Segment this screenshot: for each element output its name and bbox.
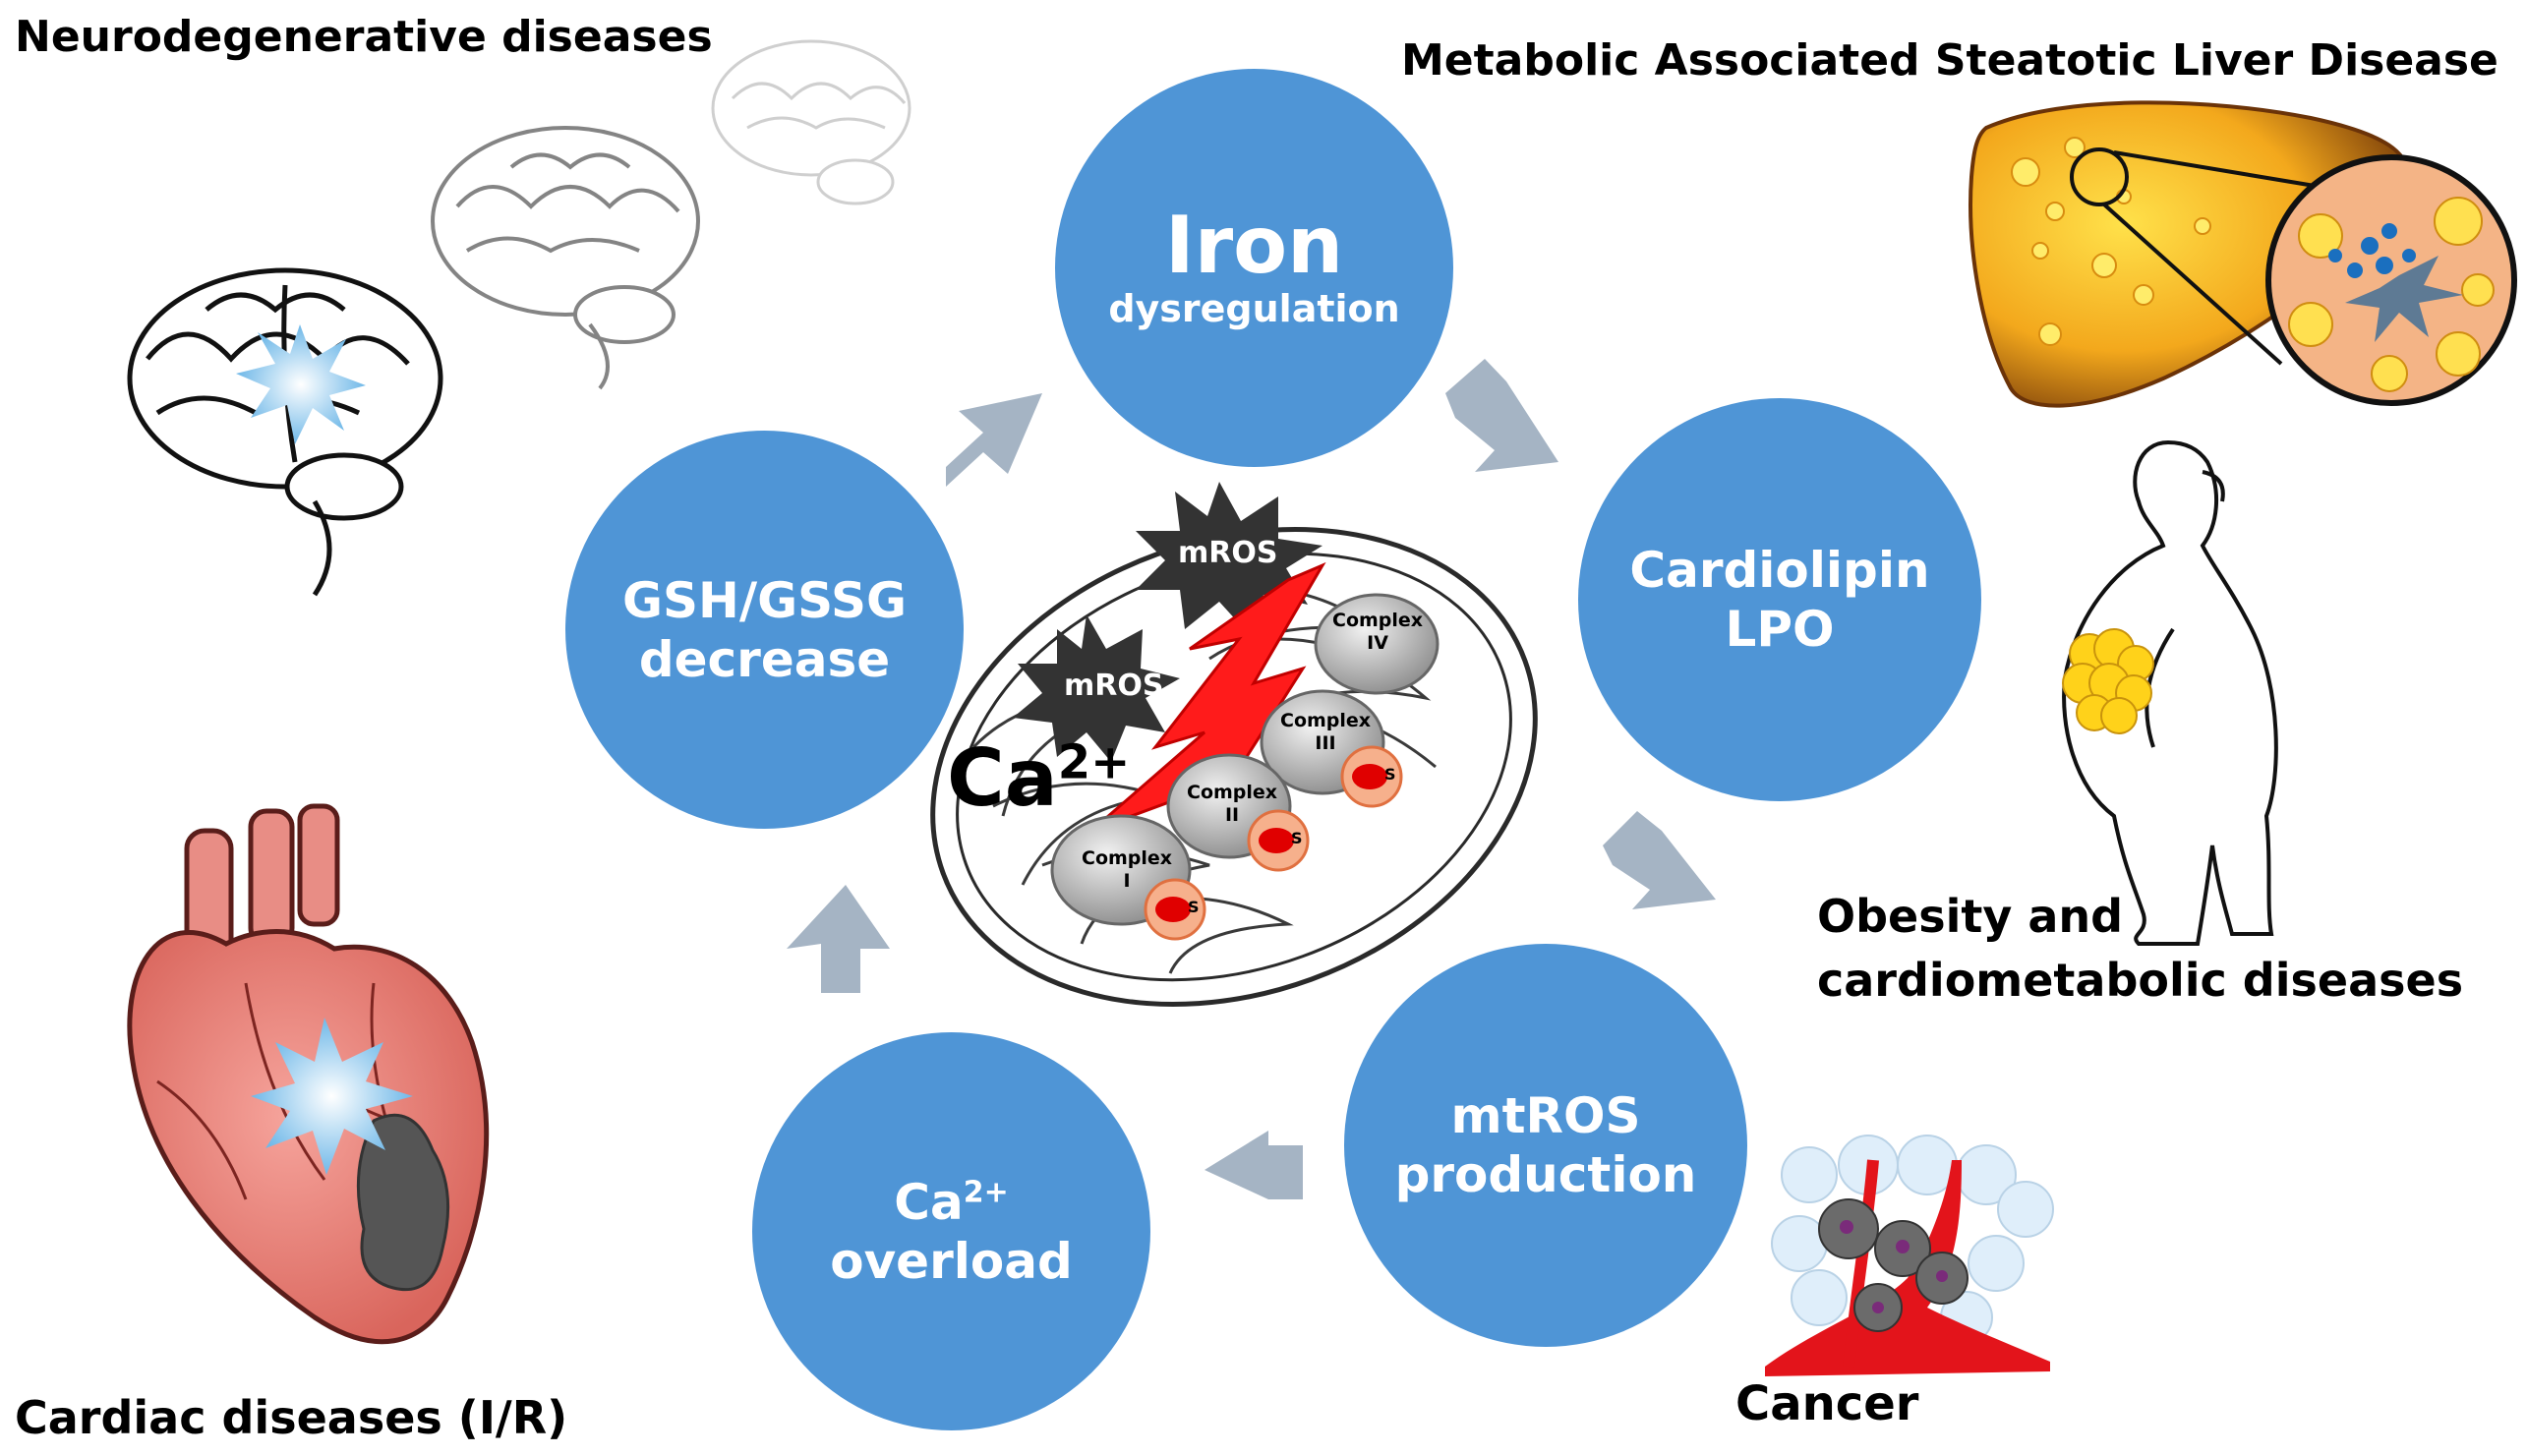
arrow-ca-to-gsh xyxy=(787,885,890,993)
brain-faint-icon xyxy=(711,39,911,205)
label-neurodegenerative: Neurodegenerative diseases xyxy=(15,12,713,62)
ca-sup: 2+ xyxy=(963,1174,1009,1209)
label-masld: Metabolic Associated Steatotic Liver Dis… xyxy=(1401,35,2498,86)
complex-iv-label: Complex IV xyxy=(1332,610,1423,655)
heart-icon xyxy=(127,803,490,1345)
mros-label-2: mROS xyxy=(1064,669,1164,703)
cycle-arrows xyxy=(787,359,1716,1199)
complex-ii-word: Complex xyxy=(1187,782,1278,803)
complex-i-word: Complex xyxy=(1082,847,1173,869)
cancer-tissue-icon xyxy=(1765,1135,2054,1376)
mito-ca-base: Ca xyxy=(947,732,1058,824)
iron-subtitle: dysregulation xyxy=(1108,286,1400,330)
cardiolipin-line1: Cardiolipin xyxy=(1629,542,1930,599)
gsh-line1: GSH/GSSG xyxy=(621,571,907,629)
label-cardiac: Cardiac diseases (I/R) xyxy=(15,1391,568,1444)
adipose-cluster-icon xyxy=(2062,628,2154,734)
complex-iv xyxy=(1314,593,1440,695)
ca-base: Ca xyxy=(894,1173,964,1231)
complex-ii-num: II xyxy=(1224,803,1240,826)
complex-iv-num: IV xyxy=(1367,631,1388,654)
complex-i-num: I xyxy=(1123,869,1131,892)
liver-icon xyxy=(1969,100,2517,408)
node-gsh: GSH/GSSG decrease xyxy=(565,431,964,829)
node-mtros: mtROS production xyxy=(1344,944,1747,1347)
s-label-iii: S xyxy=(1384,765,1396,784)
cardiolipin-line2: LPO xyxy=(1725,601,1835,658)
complex-iii-label: Complex III xyxy=(1280,710,1371,755)
node-iron: Iron dysregulation xyxy=(1055,69,1453,467)
complex-ii-label: Complex II xyxy=(1187,782,1277,827)
mros-label-1: mROS xyxy=(1178,536,1278,570)
label-obesity-2: cardiometabolic diseases xyxy=(1817,954,2464,1007)
ca-line2: overload xyxy=(830,1232,1073,1290)
label-cancer: Cancer xyxy=(1735,1376,1919,1431)
gsh-line2: decrease xyxy=(638,630,891,688)
label-obesity-1: Obesity and xyxy=(1817,890,2124,943)
complex-i-label: Complex I xyxy=(1082,847,1172,893)
brain-lesion-icon xyxy=(127,267,443,597)
s-label-i: S xyxy=(1188,898,1200,916)
mito-ca-label: Ca2+ xyxy=(947,732,1130,824)
iron-title: Iron xyxy=(1164,199,1344,291)
complex-i xyxy=(1050,814,1206,941)
s-label-ii: S xyxy=(1291,829,1303,847)
mros-star-2 xyxy=(1013,614,1180,762)
mito-ca-sup: 2+ xyxy=(1057,734,1131,790)
node-cardiolipin: Cardiolipin LPO xyxy=(1578,398,1981,801)
complex-iii-word: Complex xyxy=(1280,710,1372,731)
lightning-bolt-icon xyxy=(1090,561,1326,833)
arrow-cardiolipin-to-mtros xyxy=(1603,811,1716,909)
node-ca-overload: Ca2+ overload xyxy=(752,1032,1150,1430)
complex-ii xyxy=(1166,753,1310,872)
complex-iv-word: Complex xyxy=(1332,610,1424,631)
mtros-line2: production xyxy=(1394,1146,1697,1203)
ca-line1: Ca2+ xyxy=(894,1173,1008,1232)
mtros-line1: mtROS xyxy=(1450,1087,1641,1144)
arrow-mtros-to-ca xyxy=(1205,1131,1303,1199)
arrow-iron-to-cardiolipin xyxy=(1445,359,1558,472)
arrow-gsh-to-iron xyxy=(946,393,1042,487)
brain-mid-icon xyxy=(431,126,700,390)
complex-iii-num: III xyxy=(1315,731,1336,754)
complex-iii xyxy=(1260,689,1403,808)
